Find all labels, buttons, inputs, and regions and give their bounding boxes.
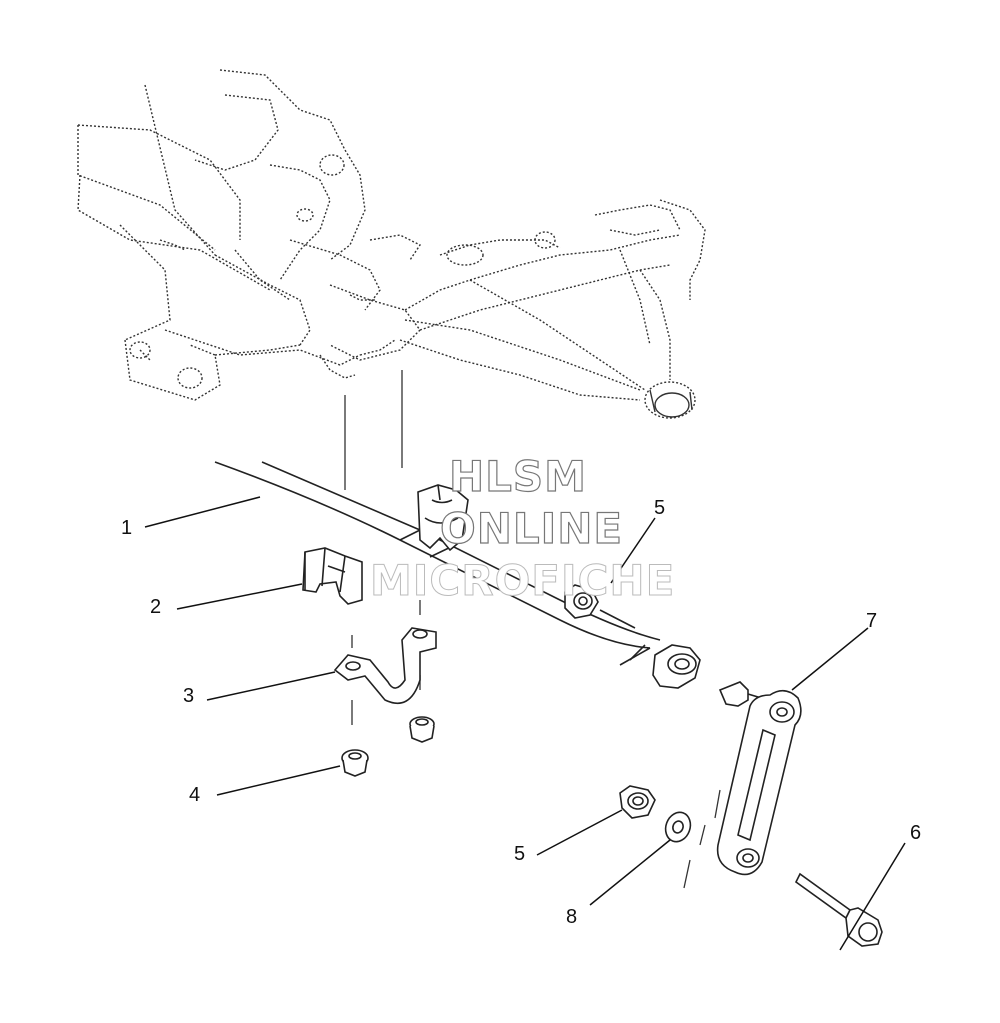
nut-4-lower [341,749,369,777]
stabilizer-bar-end [652,644,701,689]
leader-lines [144,496,906,951]
alignment-lines [344,370,721,889]
nut-5-upper [564,584,636,629]
watermark-line-1: HLSM [448,451,587,501]
lower-control-arm [399,279,646,401]
washer [664,811,692,843]
callout-1: 1 [121,517,132,539]
callout-8: 8 [566,906,577,928]
stabilizer-bar [214,461,661,666]
stabilizer-link [716,681,802,876]
callout-3: 3 [183,685,194,707]
bushing-upper [417,484,469,552]
ball-joint [644,381,696,419]
callout-5-upper: 5 [654,497,665,519]
nut-5-lower [619,785,656,819]
bolt [794,872,883,947]
bushing-left [302,547,363,605]
watermark-line-3: MICROFICHE [369,556,676,606]
nut-4-upper [409,716,435,743]
callout-5-lower: 5 [514,843,525,865]
callout-2: 2 [150,596,161,618]
bushing-clamp [333,627,437,705]
callout-7: 7 [866,610,877,632]
chassis-frame [77,69,706,401]
watermark-line-2: ONLINE [439,503,624,553]
callout-4: 4 [189,784,200,806]
callout-6: 6 [910,822,921,844]
